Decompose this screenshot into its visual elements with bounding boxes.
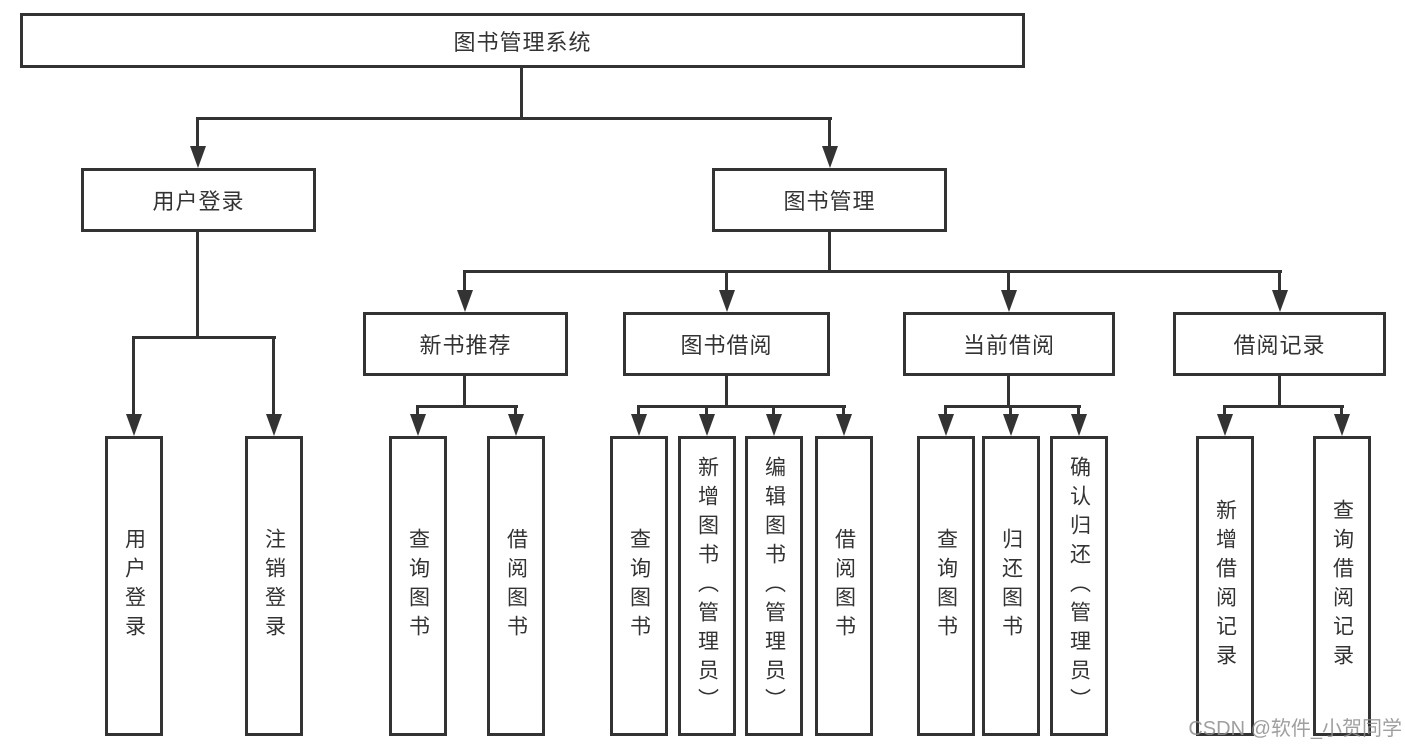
- connector-line: [463, 270, 1282, 273]
- leaf-cb-query-books-label: 查询图书: [934, 528, 958, 644]
- arrow-down-icon: [1071, 414, 1087, 436]
- connector-line: [1340, 405, 1343, 416]
- connector-line: [944, 405, 947, 416]
- connector-line: [1007, 270, 1010, 292]
- arrow-down-icon: [766, 414, 782, 436]
- leaf-user-login: 用户登录: [105, 436, 163, 736]
- arrow-down-icon: [822, 146, 838, 168]
- connector-line: [463, 270, 466, 292]
- leaf-bb-edit-books-admin-label: 编辑图书（管理员）: [762, 455, 786, 717]
- connector-line: [842, 405, 845, 416]
- leaf-bb-borrow-books: 借阅图书: [815, 436, 873, 736]
- connector-line: [705, 405, 708, 416]
- node-book-management: 图书管理: [712, 168, 947, 232]
- leaf-user-login-label: 用户登录: [122, 528, 146, 644]
- connector-line: [1077, 405, 1080, 416]
- leaf-br-query-record-label: 查询借阅记录: [1330, 499, 1354, 673]
- arrow-down-icon: [836, 414, 852, 436]
- leaf-logout: 注销登录: [245, 436, 303, 736]
- leaf-br-add-record-label: 新增借阅记录: [1213, 499, 1237, 673]
- connector-line: [944, 405, 1081, 408]
- arrow-down-icon: [508, 414, 524, 436]
- connector-line: [520, 68, 523, 120]
- connector-line: [725, 374, 728, 408]
- arrow-down-icon: [457, 290, 473, 312]
- node-borrowing-records: 借阅记录: [1173, 312, 1386, 376]
- connector-line: [416, 405, 518, 408]
- connector-line: [828, 232, 831, 273]
- leaf-cb-query-books: 查询图书: [917, 436, 975, 736]
- arrow-down-icon: [1334, 414, 1350, 436]
- arrow-down-icon: [938, 414, 954, 436]
- leaf-cb-confirm-return-admin-label: 确认归还（管理员）: [1067, 455, 1091, 717]
- connector-line: [1009, 405, 1012, 416]
- leaf-br-add-record: 新增借阅记录: [1196, 436, 1254, 736]
- connector-line: [1223, 405, 1226, 416]
- connector-line: [416, 405, 419, 416]
- leaf-bb-query-books: 查询图书: [610, 436, 668, 736]
- arrow-down-icon: [266, 414, 282, 436]
- arrow-down-icon: [190, 146, 206, 168]
- connector-line: [196, 117, 199, 148]
- node-user-login: 用户登录: [81, 168, 316, 232]
- connector-line: [514, 405, 517, 416]
- connector-line: [725, 270, 728, 292]
- leaf-logout-label: 注销登录: [262, 528, 286, 644]
- connector-line: [196, 117, 832, 120]
- connector-line: [637, 405, 640, 416]
- connector-line: [272, 336, 275, 416]
- leaf-bb-edit-books-admin: 编辑图书（管理员）: [745, 436, 803, 736]
- node-new-book-recommendation: 新书推荐: [363, 312, 568, 376]
- leaf-bb-add-books-admin: 新增图书（管理员）: [678, 436, 736, 736]
- connector-line: [1278, 374, 1281, 408]
- connector-line: [637, 405, 846, 408]
- arrow-down-icon: [699, 414, 715, 436]
- leaf-cb-return-books: 归还图书: [982, 436, 1040, 736]
- connector-line: [463, 374, 466, 408]
- connector-line: [1278, 270, 1281, 292]
- watermark: CSDN @软件_小贺同学: [1188, 718, 1402, 740]
- arrow-down-icon: [1272, 290, 1288, 312]
- node-current-borrowing: 当前借阅: [903, 312, 1115, 376]
- connector-line: [132, 336, 135, 416]
- leaf-cb-confirm-return-admin: 确认归还（管理员）: [1050, 436, 1108, 736]
- leaf-bb-borrow-books-label: 借阅图书: [832, 528, 856, 644]
- leaf-nb-query-books-label: 查询图书: [406, 528, 430, 644]
- leaf-cb-return-books-label: 归还图书: [999, 528, 1023, 644]
- arrow-down-icon: [719, 290, 735, 312]
- leaf-bb-add-books-admin-label: 新增图书（管理员）: [695, 455, 719, 717]
- connector-line: [828, 117, 831, 148]
- node-book-borrowing: 图书借阅: [623, 312, 830, 376]
- connector-line: [132, 336, 276, 339]
- connector-line: [196, 232, 199, 339]
- connector-line: [1223, 405, 1344, 408]
- arrow-down-icon: [1217, 414, 1233, 436]
- leaf-nb-borrow-books-label: 借阅图书: [504, 528, 528, 644]
- arrow-down-icon: [1001, 290, 1017, 312]
- leaf-bb-query-books-label: 查询图书: [627, 528, 651, 644]
- arrow-down-icon: [1003, 414, 1019, 436]
- node-library-management-system: 图书管理系统: [20, 13, 1025, 68]
- leaf-nb-borrow-books: 借阅图书: [487, 436, 545, 736]
- arrow-down-icon: [126, 414, 142, 436]
- leaf-nb-query-books: 查询图书: [389, 436, 447, 736]
- leaf-br-query-record: 查询借阅记录: [1313, 436, 1371, 736]
- connector-line: [772, 405, 775, 416]
- connector-line: [1007, 374, 1010, 408]
- arrow-down-icon: [631, 414, 647, 436]
- arrow-down-icon: [410, 414, 426, 436]
